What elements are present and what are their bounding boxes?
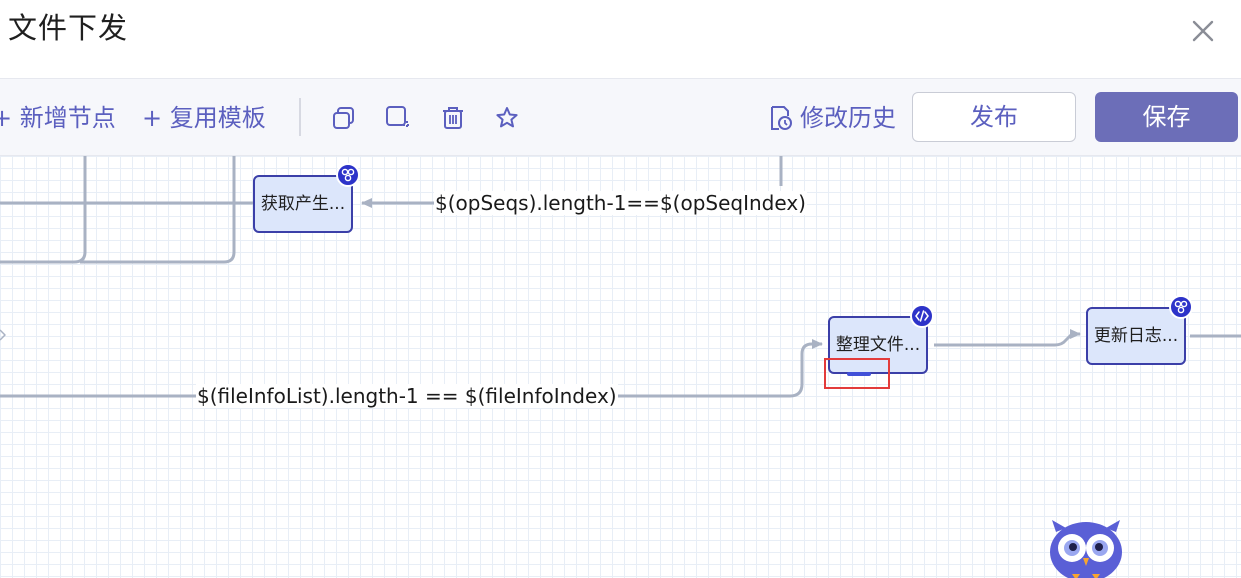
- edge-line: [934, 329, 1081, 347]
- code-icon: [910, 304, 934, 328]
- edges-layer: [0, 156, 1241, 398]
- flow-node[interactable]: 获取产生...: [253, 175, 353, 233]
- star-icon[interactable]: [493, 104, 521, 132]
- edge-line: [0, 329, 6, 341]
- toolbar-divider: [299, 98, 301, 136]
- edge-condition-label[interactable]: $(opSeqs).length-1==$(opSeqIndex): [434, 191, 807, 215]
- dialog-header: 文件下发: [0, 0, 1241, 78]
- integration-icon: [1169, 295, 1193, 319]
- delete-icon[interactable]: [439, 104, 467, 132]
- flow-canvas[interactable]: $(opSeqs).length-1==$(opSeqIndex) $(file…: [0, 156, 1241, 578]
- close-icon[interactable]: [1186, 14, 1220, 48]
- select-icon[interactable]: [384, 104, 412, 132]
- history-button[interactable]: 修改历史: [800, 104, 896, 132]
- dialog-title: 文件下发: [8, 11, 129, 45]
- add-node-button[interactable]: + 新增节点: [0, 104, 116, 132]
- copy-icon[interactable]: [330, 104, 358, 132]
- edge-line: [80, 156, 236, 264]
- publish-button[interactable]: 发布: [912, 92, 1076, 142]
- owl-mascot-icon[interactable]: [1046, 518, 1126, 578]
- edge-condition-label[interactable]: $(fileInfoList).length-1 == $(fileInfoIn…: [196, 384, 618, 408]
- edge-line: [0, 339, 823, 398]
- highlight-box: [824, 358, 890, 389]
- history-icon[interactable]: [766, 104, 794, 132]
- node-connect-handle[interactable]: [847, 372, 871, 376]
- toolbar: + 新增节点 + 复用模板 修改历史 发布: [0, 78, 1241, 156]
- flow-node[interactable]: 更新日志...: [1086, 307, 1186, 365]
- integration-icon: [336, 163, 360, 187]
- reuse-template-button[interactable]: + 复用模板: [142, 104, 266, 132]
- edge-line: [0, 156, 87, 264]
- save-button[interactable]: 保存: [1095, 92, 1238, 142]
- flow-node-selected[interactable]: 整理文件...: [828, 316, 928, 374]
